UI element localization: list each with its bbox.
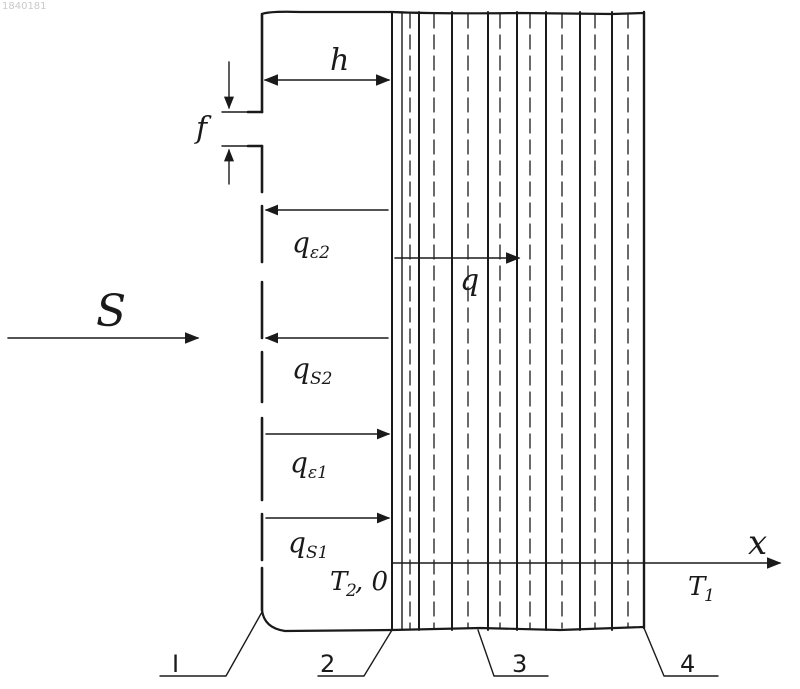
gap-label: h bbox=[330, 43, 349, 78]
left-screen-wall bbox=[248, 14, 262, 610]
source-label: S bbox=[96, 286, 126, 337]
slot-label: f bbox=[194, 111, 212, 146]
svg-text:S2: S2 bbox=[310, 369, 332, 389]
svg-text:ε2: ε2 bbox=[310, 243, 330, 263]
svg-text:1: 1 bbox=[704, 586, 715, 606]
temp-left-label: T 2 , 0 bbox=[330, 567, 388, 601]
q-s1-label: q S1 bbox=[288, 526, 328, 563]
callout-leaders bbox=[160, 612, 718, 676]
x-axis-label: x bbox=[748, 523, 767, 563]
q-e2-label: q ε2 bbox=[292, 226, 330, 263]
wall-layer-lines bbox=[392, 12, 644, 630]
svg-text:q: q bbox=[292, 352, 310, 385]
svg-text:ε1: ε1 bbox=[308, 463, 328, 483]
origin-label: , 0 bbox=[355, 567, 388, 597]
wall-dashed-lines bbox=[410, 14, 628, 628]
q-e1-label: q ε1 bbox=[290, 446, 328, 483]
slot-dimension bbox=[222, 62, 248, 184]
svg-text:q: q bbox=[288, 526, 306, 559]
q-s2-label: q S2 bbox=[292, 352, 332, 389]
callout-1: I bbox=[172, 650, 179, 678]
svg-text:q: q bbox=[290, 446, 308, 479]
callout-4: 4 bbox=[680, 650, 695, 678]
temp-right-label: T 1 bbox=[688, 572, 715, 606]
svg-text:S1: S1 bbox=[306, 543, 328, 563]
callout-2: 2 bbox=[320, 650, 335, 678]
heat-flux-label: q bbox=[460, 263, 479, 298]
svg-text:q: q bbox=[292, 226, 310, 259]
figure-id: 1840181 bbox=[2, 1, 47, 12]
callout-3: 3 bbox=[512, 650, 527, 678]
